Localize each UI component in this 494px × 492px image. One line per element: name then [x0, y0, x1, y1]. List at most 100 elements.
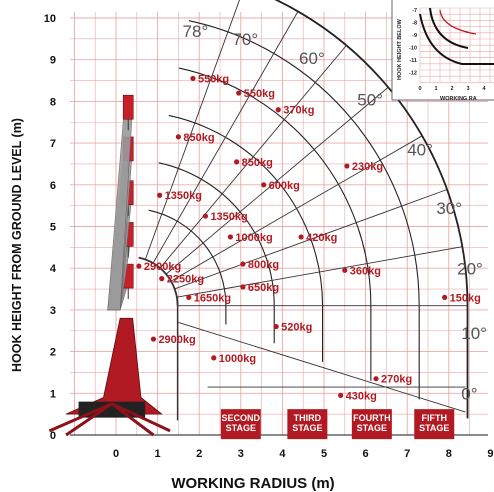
stage-badge-label: STAGE — [226, 423, 256, 433]
load-label: 370kg — [283, 105, 314, 117]
radius-arc — [138, 256, 179, 306]
load-label: 1000kg — [219, 353, 256, 365]
load-label: 420kg — [306, 232, 337, 244]
stage-badge-label: SECOND — [222, 413, 261, 423]
y-tick-label: 3 — [50, 305, 56, 317]
angle-rays — [144, 0, 468, 413]
load-label: 1000kg — [235, 232, 272, 244]
stage-badge-label: STAGE — [419, 423, 449, 433]
x-tick-label: 1 — [155, 448, 161, 460]
load-point — [344, 163, 350, 169]
load-label: 360kg — [350, 265, 381, 277]
radius-arc — [188, 20, 420, 400]
angle-label: 20° — [457, 259, 483, 278]
crane-illustration — [48, 94, 171, 437]
x-axis-title: WORKING RADIUS (m) — [171, 475, 334, 492]
load-label: 850kg — [183, 132, 214, 144]
stage-badge-label: STAGE — [357, 423, 387, 433]
load-label: 600kg — [269, 180, 300, 192]
inset-y-tick: -11 — [409, 58, 417, 64]
stage-badge-label: FOURTH — [353, 413, 391, 423]
x-tick-label: 5 — [321, 448, 327, 460]
load-point — [202, 213, 209, 219]
radius-arc — [178, 67, 372, 381]
load-point — [273, 323, 279, 330]
angle-ray — [170, 135, 423, 282]
x-tick-label: 2 — [196, 448, 202, 460]
load-label: 230kg — [352, 161, 383, 173]
load-label: 1650kg — [194, 292, 231, 304]
load-point — [236, 90, 242, 96]
stage-badge-label: FIFTH — [421, 413, 447, 423]
angle-label: 50° — [357, 91, 383, 110]
load-label: 2900kg — [158, 334, 195, 346]
outrigger-leg — [111, 402, 171, 433]
x-tick-label: 8 — [446, 448, 452, 460]
load-label: 650kg — [248, 282, 279, 294]
angle-label: 0° — [461, 385, 477, 404]
outrigger-leg — [65, 402, 113, 437]
y-tick-label: 2 — [50, 347, 56, 359]
inset-y-tick: -12 — [409, 71, 417, 77]
angle-label: 60° — [299, 49, 325, 68]
y-tick-label: 7 — [50, 138, 56, 150]
load-label: 550kg — [198, 73, 229, 85]
angle-ray — [152, 11, 299, 264]
y-tick-label: 10 — [44, 13, 56, 25]
load-point — [190, 75, 196, 82]
angle-label: 30° — [436, 199, 462, 218]
x-tick-label: 0 — [113, 448, 119, 460]
y-tick-label: 4 — [50, 263, 57, 275]
load-point — [150, 336, 157, 342]
load-point — [227, 234, 233, 240]
load-label: 270kg — [381, 374, 412, 386]
load-point — [175, 134, 181, 140]
load-label: 1350kg — [165, 190, 202, 202]
inset-y-tick: -8 — [412, 21, 417, 27]
load-label: 430kg — [346, 390, 377, 402]
stage-badge-label: THIRD — [294, 413, 322, 423]
load-points: 550kg 550kg 370kg 850kg 850kg 600kg 230kg 1350k… — [136, 73, 481, 402]
y-axis-title: HOOK HEIGHT FROM GROUND LEVEL (m) — [10, 118, 24, 372]
y-tick-label: 6 — [50, 180, 56, 192]
stage-badges: SECONDSTAGETHIRDSTAGEFOURTHSTAGEFIFTHSTA… — [220, 409, 455, 440]
inset-curve — [429, 7, 469, 49]
inset-y-tick: -7 — [412, 8, 417, 14]
load-point — [186, 294, 192, 300]
radius-arc — [148, 209, 227, 325]
y-tick-label: 8 — [50, 96, 56, 108]
hook-block — [122, 94, 134, 120]
stage-badge-box — [414, 409, 455, 440]
load-label: 2900kg — [144, 261, 181, 273]
load-point — [240, 284, 246, 290]
x-tick-label: 6 — [363, 448, 369, 460]
inset-x-title: WORKING RA — [440, 96, 477, 102]
angle-label: 10° — [461, 324, 487, 343]
load-label: 520kg — [281, 322, 312, 334]
inset-x-tick: 0 — [418, 86, 421, 92]
load-label: 850kg — [242, 157, 273, 169]
load-point — [136, 263, 142, 269]
load-point — [234, 159, 240, 165]
load-label: 800kg — [248, 259, 279, 271]
load-label: 550kg — [244, 88, 275, 100]
x-tick-label: 3 — [238, 448, 244, 460]
inset-x-tick: 1 — [434, 86, 437, 92]
y-tick-label: 9 — [50, 55, 56, 67]
y-tick-label: 1 — [50, 388, 56, 400]
load-point — [442, 294, 448, 300]
x-tick-label: 9 — [487, 448, 493, 460]
angle-label: 70° — [232, 30, 258, 49]
load-point — [240, 261, 246, 267]
crane-body — [65, 317, 163, 415]
inset-curve — [439, 9, 477, 35]
angle-label: 78° — [183, 22, 209, 41]
load-point — [275, 107, 281, 113]
load-point — [342, 267, 348, 273]
